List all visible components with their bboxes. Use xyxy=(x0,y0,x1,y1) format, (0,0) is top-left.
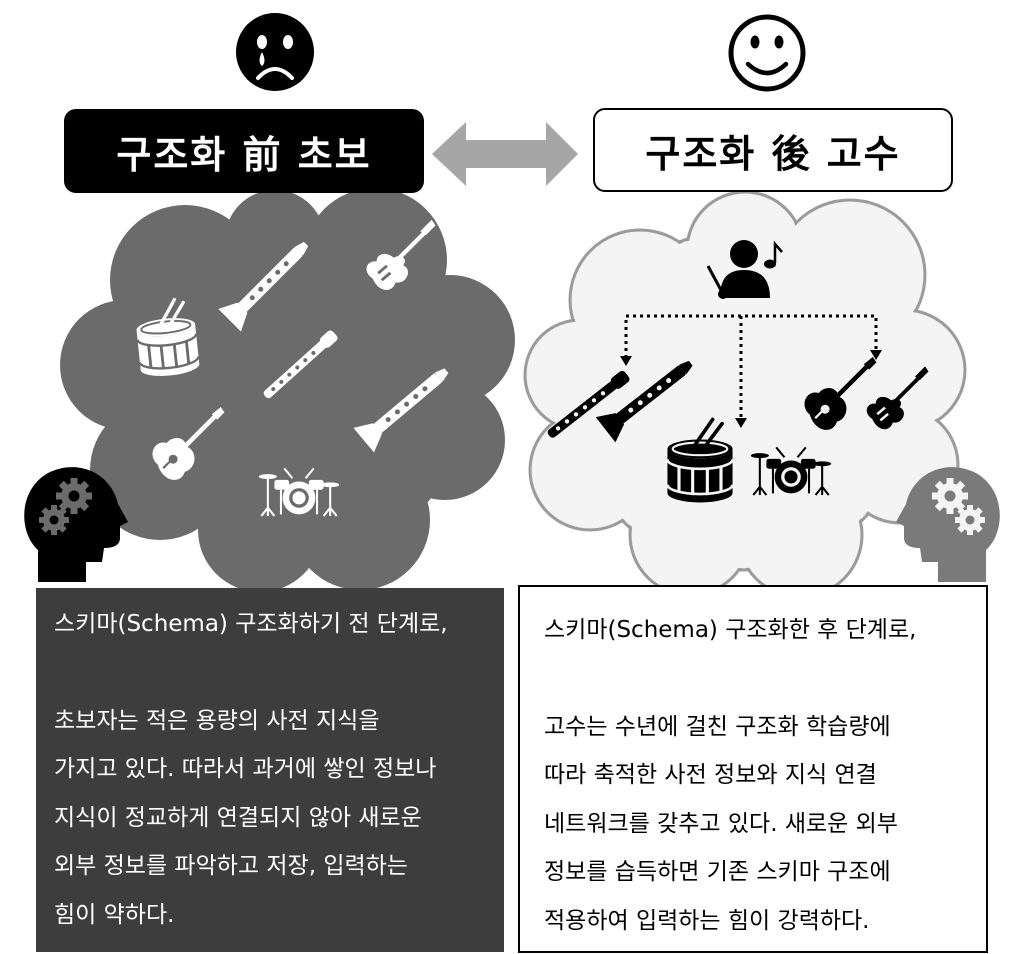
after-description: 스키마(Schema) 구조화한 후 단계로, 고수는 수년에 걸친 구조화 학… xyxy=(518,585,988,953)
description-intro: 스키마(Schema) 구조화한 후 단계로, xyxy=(544,617,917,643)
after-stage-label: 구조화 後 고수 xyxy=(593,108,953,192)
before-stage-label: 구조화 前 초보 xyxy=(64,109,424,193)
description-line: 가지고 있다. 따라서 과거에 쌓인 정보나 xyxy=(54,756,437,782)
music-note-icon xyxy=(764,240,783,269)
description-line: 힘이 약하다. xyxy=(54,901,175,928)
description-line: 초보자는 적은 용량의 사전 지식을 xyxy=(54,707,380,734)
description-line: 적용하여 입력하는 힘이 강력하다. xyxy=(544,907,870,934)
sad-face-icon xyxy=(236,13,314,91)
description-line: 정보를 습득하면 기존 스키마 구조에 xyxy=(544,859,891,885)
description-line: 외부 정보를 파악하고 저장, 입력하는 xyxy=(54,853,408,879)
double-arrow-icon xyxy=(432,122,578,186)
before-description: 스키마(Schema) 구조화하기 전 단계로, 초보자는 적은 용량의 사전 … xyxy=(36,588,504,952)
description-line: 고수는 수년에 걸친 구조화 학습량에 xyxy=(544,713,891,740)
description-line: 지식이 정교하게 연결되지 않아 새로운 xyxy=(54,804,422,831)
connector-arrowheads xyxy=(620,350,882,428)
schema-connector-lines xyxy=(624,314,878,418)
description-intro: 스키마(Schema) 구조화하기 전 단계로, xyxy=(54,611,448,637)
before-knowledge-cloud xyxy=(60,188,515,592)
happy-face-icon xyxy=(728,14,806,92)
conductor-icon xyxy=(706,240,770,299)
description-line: 따라 축적한 사전 정보와 지식 연결 xyxy=(544,762,877,788)
description-line: 네트워크를 갖추고 있다. 새로운 외부 xyxy=(544,810,898,837)
